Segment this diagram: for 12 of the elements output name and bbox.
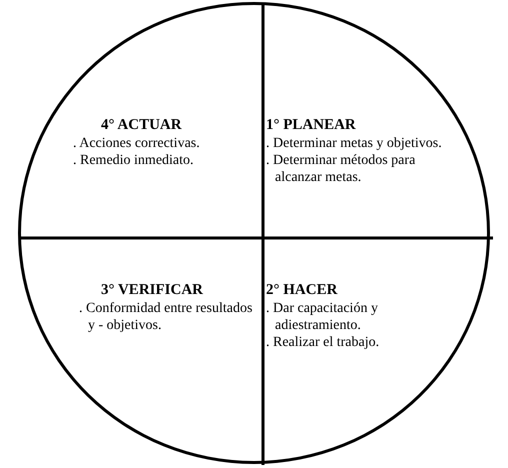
quadrant-item: . Determinar métodos para alcanzar metas.: [266, 152, 416, 186]
quadrant-heading: 1° PLANEAR: [266, 117, 357, 134]
quadrant-heading: 2° HACER: [266, 282, 339, 299]
quadrant-item: . Determinar metas y objetivos.: [266, 135, 443, 152]
circle-outline: [18, 2, 490, 464]
quadrant-item: . Dar capacitación y adiestramiento.: [266, 300, 379, 334]
quadrant-item: . Acciones correctivas.: [73, 135, 201, 152]
quadrant-item: . Realizar el trabajo.: [266, 334, 380, 351]
quadrant-heading: 3° VERIFICAR: [100, 282, 204, 299]
quadrant-item: . Conformidad entre resultados y - objetivos.: [79, 300, 254, 334]
quadrant-item: . Remedio inmediato.: [73, 152, 195, 169]
quadrant-heading: 4° ACTUAR: [100, 117, 183, 134]
